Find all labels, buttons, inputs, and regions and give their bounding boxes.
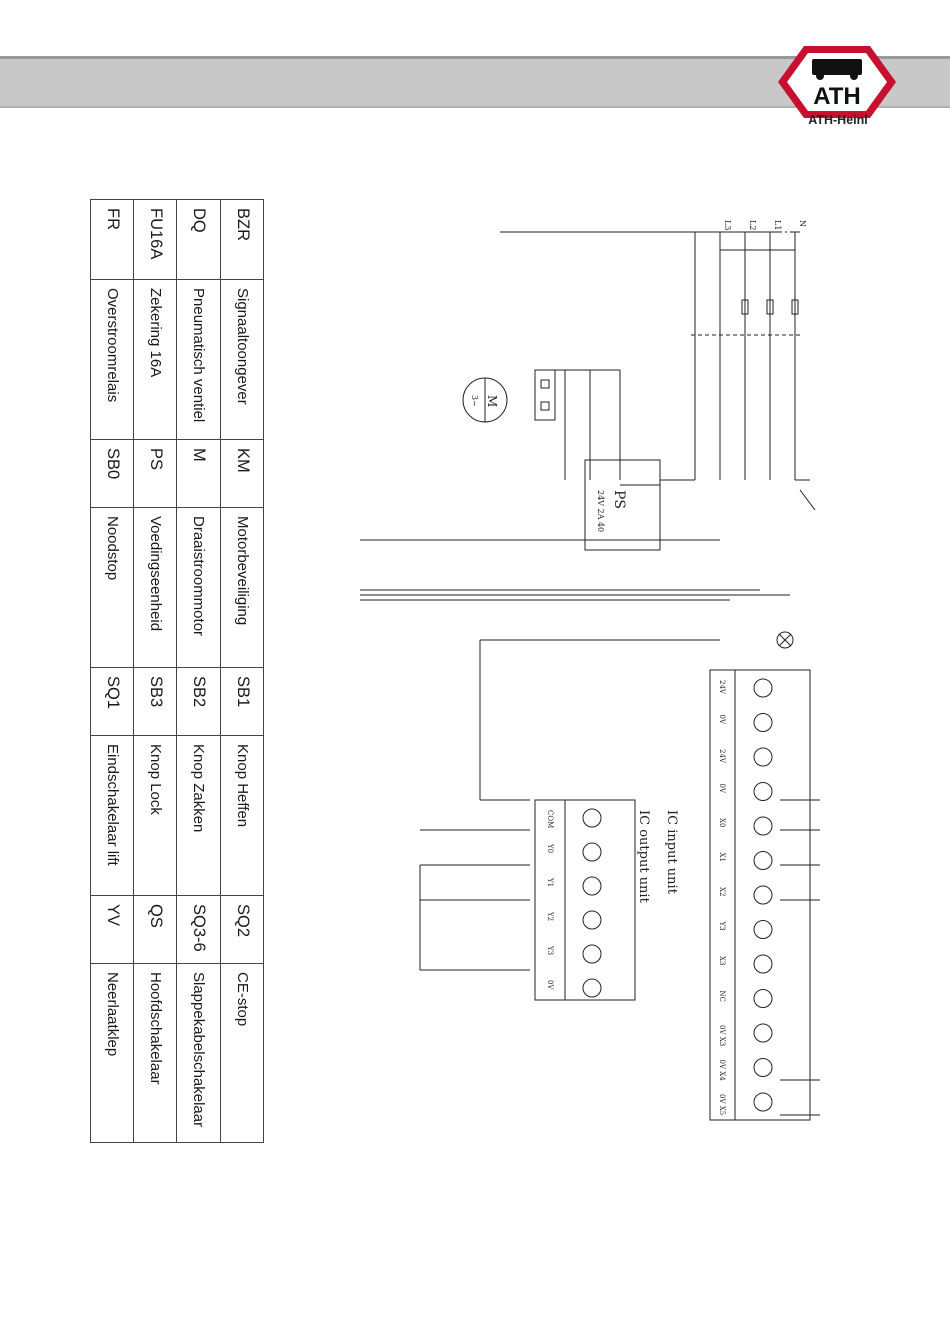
output-terminal-screw xyxy=(582,808,602,828)
input-terminal-screw xyxy=(753,747,773,767)
input-terminal-label: X3 xyxy=(718,956,726,965)
legend-description: Neerlaatklep xyxy=(90,963,134,1143)
output-terminal-label: COM xyxy=(546,810,554,828)
output-terminal-label: Y2 xyxy=(546,911,554,921)
legend-code: SB1 xyxy=(220,667,264,736)
input-terminal-screw xyxy=(753,851,773,870)
input-terminal-screw xyxy=(753,885,773,905)
input-terminal-label: 0V X4 xyxy=(718,1060,726,1082)
input-terminal-label: 0V xyxy=(718,784,726,794)
svg-text:L1: L1 xyxy=(773,220,782,230)
legend-description: Overstroomrelais xyxy=(90,279,134,440)
legend-description: CE-stop xyxy=(220,963,264,1143)
legend-code: FU16A xyxy=(133,199,177,280)
legend-code: DQ xyxy=(177,199,221,280)
output-terminal-screw xyxy=(582,910,602,930)
svg-text:24V 2A 40: 24V 2A 40 xyxy=(596,490,605,532)
legend-description: Pneumatisch ventiel xyxy=(177,279,221,440)
legend-description: Knop Heffen xyxy=(220,735,264,896)
ath-logo-icon: ATH xyxy=(778,46,896,118)
legend-description: Noodstop xyxy=(90,507,134,668)
legend-description: Zekering 16A xyxy=(133,279,177,440)
input-terminal-label: 24V xyxy=(718,680,726,695)
output-terminal-label: Y0 xyxy=(546,843,554,853)
output-terminal-label: Y1 xyxy=(546,877,554,887)
legend-code: M xyxy=(177,439,221,508)
input-terminal-screw xyxy=(753,989,773,1008)
svg-text:PS: PS xyxy=(611,490,627,509)
input-terminal-screw xyxy=(753,1058,773,1077)
output-terminal-screw xyxy=(582,944,602,964)
input-terminal-label: 24V xyxy=(718,749,726,764)
legend-code: KM xyxy=(220,439,264,508)
legend-code: PS xyxy=(133,439,177,508)
input-terminal-label: 0V X5 xyxy=(718,1094,726,1115)
svg-text:3~: 3~ xyxy=(470,395,479,407)
legend-description: Hoofdschakelaar xyxy=(133,963,177,1143)
svg-text:L3: L3 xyxy=(723,220,732,230)
svg-text:M: M xyxy=(485,395,499,407)
input-terminal-screw xyxy=(753,678,773,698)
output-terminal-screw xyxy=(582,978,602,998)
svg-text:IC input unit: IC input unit xyxy=(664,810,679,895)
legend-code: QS xyxy=(133,895,177,964)
legend-code: SQ3-6 xyxy=(177,895,221,964)
legend-description: Knop Zakken xyxy=(177,735,221,896)
input-terminal-label: X1 xyxy=(718,853,726,862)
svg-text:ATH: ATH xyxy=(813,83,861,110)
legend-code: YV xyxy=(90,895,134,964)
input-terminal-screw xyxy=(753,713,773,732)
brand-caption: ATH-Heinl xyxy=(808,113,868,127)
output-terminal-screw xyxy=(582,842,602,862)
legend-code: SQ2 xyxy=(220,895,264,964)
input-terminal-screw xyxy=(753,1092,773,1112)
svg-text:N: N xyxy=(798,220,807,227)
legend-description: Voedingseenheid xyxy=(133,507,177,668)
svg-text:IC output unit: IC output unit xyxy=(636,810,651,904)
legend-description: Knop Lock xyxy=(133,735,177,896)
legend-description: Slappekabelschakelaar xyxy=(177,963,221,1143)
legend-code: SQ1 xyxy=(90,667,134,736)
legend-code: BZR xyxy=(220,199,264,280)
input-terminal-label: X2 xyxy=(718,887,726,896)
output-terminal-screw xyxy=(582,876,602,896)
input-terminal-screw xyxy=(753,782,773,801)
legend-description: Signaaltoongever xyxy=(220,279,264,440)
svg-text:L2: L2 xyxy=(748,220,757,230)
input-terminal-label: 0V X3 xyxy=(718,1025,726,1046)
input-terminal-label: X0 xyxy=(718,818,726,827)
legend-description: Eindschakelaar lift xyxy=(90,735,134,896)
input-terminal-screw xyxy=(753,954,773,974)
legend-code: SB0 xyxy=(90,439,134,508)
input-terminal-label: Y3 xyxy=(718,921,726,931)
input-terminal-screw xyxy=(753,1023,773,1043)
input-terminal-label: 0V xyxy=(718,715,726,725)
legend-code: SB2 xyxy=(177,667,221,736)
legend-description: Motorbeveiliging xyxy=(220,507,264,668)
input-terminal-label: NC xyxy=(718,991,726,1002)
legend-code: FR xyxy=(90,199,134,280)
output-terminal-label: 0V xyxy=(546,980,554,990)
output-terminal-label: Y3 xyxy=(546,945,554,955)
input-terminal-screw xyxy=(753,816,773,836)
legend-description: Draaistroommotor xyxy=(177,507,221,668)
legend-code: SB3 xyxy=(133,667,177,736)
input-terminal-screw xyxy=(753,920,773,939)
